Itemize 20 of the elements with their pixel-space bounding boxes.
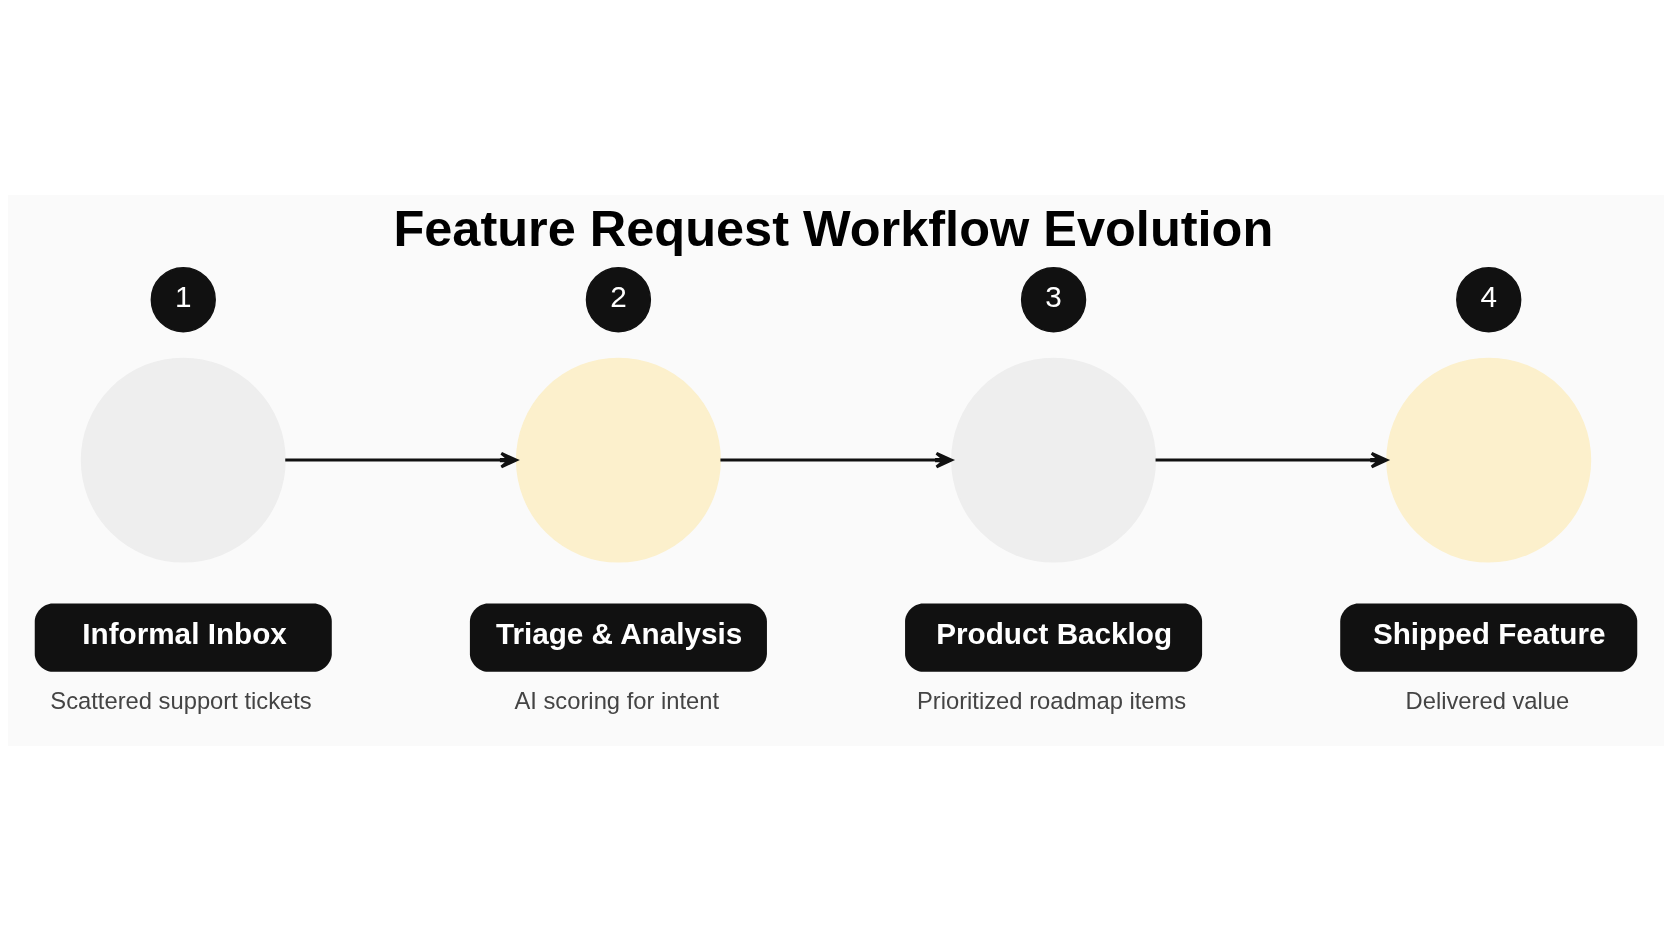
node-circle	[951, 357, 1157, 563]
node-circle	[515, 357, 721, 563]
node-label: Scattered support tickets	[50, 686, 312, 714]
node-box: Shipped Feature	[1340, 603, 1638, 672]
arrow	[1155, 451, 1389, 469]
node-box: Product Backlog	[905, 603, 1203, 672]
node-label: Prioritized roadmap items	[916, 686, 1187, 714]
node-circle: 4	[1456, 267, 1522, 333]
diagram-title: Feature Request Workflow Evolution	[393, 199, 1274, 257]
node-box: Triage & Analysis	[469, 603, 767, 672]
node-circle: 2	[585, 267, 652, 333]
node-box: Informal Inbox	[34, 603, 332, 672]
node-circle: 3	[1020, 267, 1087, 333]
arrow	[720, 451, 953, 469]
arrow	[285, 451, 518, 469]
node-circle	[80, 357, 286, 563]
node-circle: 1	[150, 267, 216, 333]
node-label: AI scoring for intent	[514, 686, 720, 714]
node-circle	[1386, 357, 1592, 563]
node-label: Delivered value	[1405, 686, 1570, 714]
